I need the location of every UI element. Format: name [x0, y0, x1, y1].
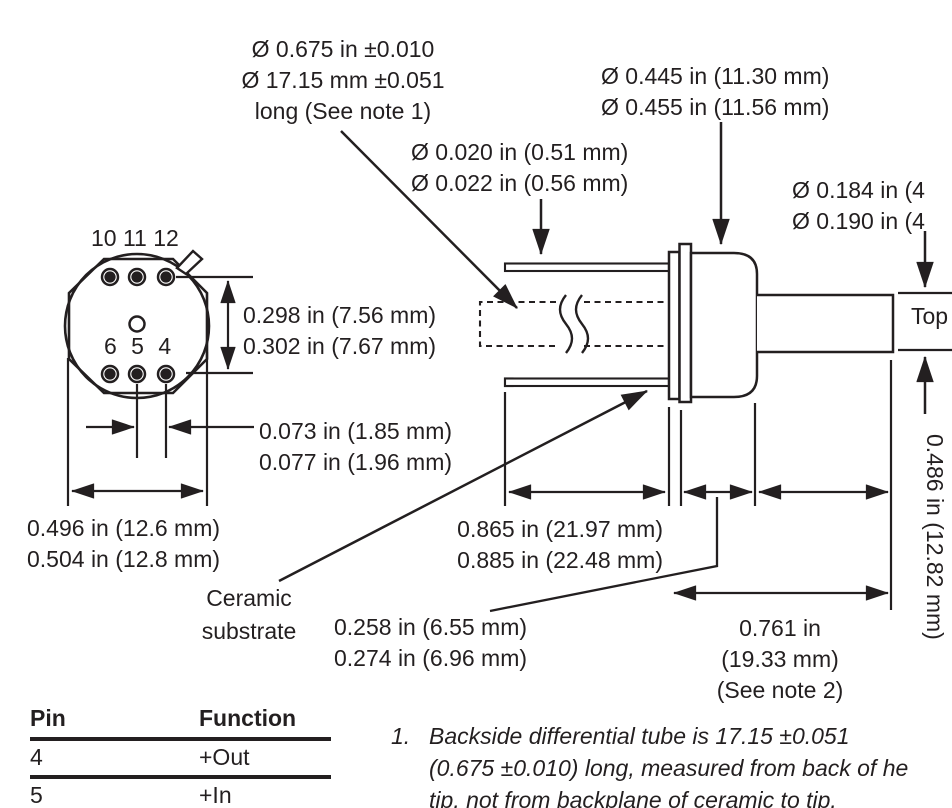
dim-pin-rows-line2: 0.302 in (7.67 mm): [243, 333, 437, 359]
callout-lead-diameter-line1: Ø 0.020 in (0.51 mm): [411, 139, 629, 165]
callout-tube-length-line2: Ø 17.15 mm ±0.051: [241, 67, 445, 93]
ceramic-substrate-label: Ceramic substrate: [183, 582, 315, 648]
dim-port-length-line3: (See note 2): [716, 677, 844, 703]
dim-flange-offset-line2: 0.274 in (6.96 mm): [334, 645, 528, 671]
leader-lines: [278, 122, 934, 613]
dim-lead-length: 0.865 in (21.97 mm) 0.885 in (22.48 mm): [420, 514, 663, 576]
dim-port-length: 0.761 in (19.33 mm) (See note 2): [690, 613, 870, 706]
dim-pin-rows: 0.298 in (7.56 mm) 0.302 in (7.67 mm): [243, 300, 436, 362]
dim-can-width-line2: 0.504 in (12.8 mm): [27, 546, 221, 572]
center-vent-pin: [128, 315, 146, 333]
dim-can-width-line1: 0.496 in (12.6 mm): [27, 515, 221, 541]
ceramic-substrate-line2: substrate: [201, 618, 297, 644]
index-tab: [175, 249, 204, 276]
pin-table-row2-function: +In: [199, 782, 232, 808]
pin-table-row2-pin: 5: [30, 782, 43, 808]
front-pins-top-label: 10 11 12: [91, 225, 179, 251]
pressure-port-tube: [757, 293, 895, 354]
leader-ceramic-substrate: [278, 389, 648, 583]
pin-table-rule: [30, 775, 331, 779]
note1-line1: Backside differential tube is 17.15 ±0.0…: [429, 723, 850, 749]
dim-can-width: 0.496 in (12.6 mm) 0.504 in (12.8 mm): [27, 513, 220, 575]
lead-wires: [503, 262, 671, 388]
dim-flange-offset: 0.258 in (6.55 mm) 0.274 in (6.96 mm): [334, 612, 527, 674]
side-view-dimensions: [503, 291, 952, 610]
backside-differential-tube: [478, 294, 668, 354]
leader-tube-length: [340, 130, 518, 309]
dim-pin-rows-line1: 0.298 in (7.56 mm): [243, 302, 437, 328]
dim-pin-spacing: 0.073 in (1.85 mm) 0.077 in (1.96 mm): [259, 416, 452, 478]
note1-number: 1.: [391, 723, 411, 749]
callout-port-diameter-line1: Ø 0.184 in (4: [792, 177, 925, 203]
callout-body-diameter-line2: Ø 0.455 in (11.56 mm): [601, 94, 830, 120]
flange-plate-front: [667, 250, 681, 401]
pin-table-header-pin: Pin: [30, 705, 66, 731]
break-mark: [558, 294, 574, 354]
top-label: Top: [911, 303, 949, 329]
break-mark: [574, 294, 590, 354]
pin-table-rule: [30, 737, 331, 741]
front-view-dimensions: [66, 275, 254, 506]
leader-flange-offset: [489, 497, 719, 613]
dim-pin-spacing-line2: 0.077 in (1.96 mm): [259, 449, 453, 475]
pin-table-row1-pin: 4: [30, 744, 43, 770]
dim-port-length-line1: 0.761 in: [739, 615, 821, 641]
front-view-pins: [100, 267, 176, 384]
dim-lead-length-line2: 0.885 in (22.48 mm): [457, 547, 663, 573]
callout-port-diameter: Ø 0.184 in (4 Ø 0.190 in (4: [792, 175, 925, 237]
note1-line2: (0.675 ±0.010) long, measured from back …: [429, 755, 909, 781]
note1-line3: tip, not from backplane of ceramic to ti…: [429, 787, 837, 808]
sensor-body: [667, 242, 895, 404]
front-pins-bottom-label: 6 5 4: [104, 333, 172, 359]
callout-body-diameter-line1: Ø 0.445 in (11.30 mm): [601, 63, 830, 89]
pin-table-row1-function: +Out: [199, 744, 250, 770]
flange-plate-back: [678, 242, 693, 404]
dim-port-height-rotated: 0.486 in (12.82 mm): [922, 434, 948, 640]
callout-lead-diameter-line2: Ø 0.022 in (0.56 mm): [411, 170, 629, 196]
dim-lead-length-line1: 0.865 in (21.97 mm): [457, 516, 663, 542]
dim-port-length-line2: (19.33 mm): [721, 646, 839, 672]
dim-pin-spacing-line1: 0.073 in (1.85 mm): [259, 418, 453, 444]
callout-tube-length-line3: long (See note 1): [254, 98, 432, 124]
callout-port-diameter-line2: Ø 0.190 in (4: [792, 208, 925, 234]
dim-flange-offset-line1: 0.258 in (6.55 mm): [334, 614, 528, 640]
body-can: [689, 251, 759, 399]
callout-body-diameter: Ø 0.445 in (11.30 mm) Ø 0.455 in (11.56 …: [601, 61, 829, 123]
callout-tube-length-line1: Ø 0.675 in ±0.010: [251, 36, 435, 62]
ceramic-substrate-line1: Ceramic: [206, 585, 292, 611]
callout-lead-diameter: Ø 0.020 in (0.51 mm) Ø 0.022 in (0.56 mm…: [411, 137, 628, 199]
callout-tube-length: Ø 0.675 in ±0.010 Ø 17.15 mm ±0.051 long…: [222, 34, 464, 127]
pin-table-header-function: Function: [199, 705, 297, 731]
